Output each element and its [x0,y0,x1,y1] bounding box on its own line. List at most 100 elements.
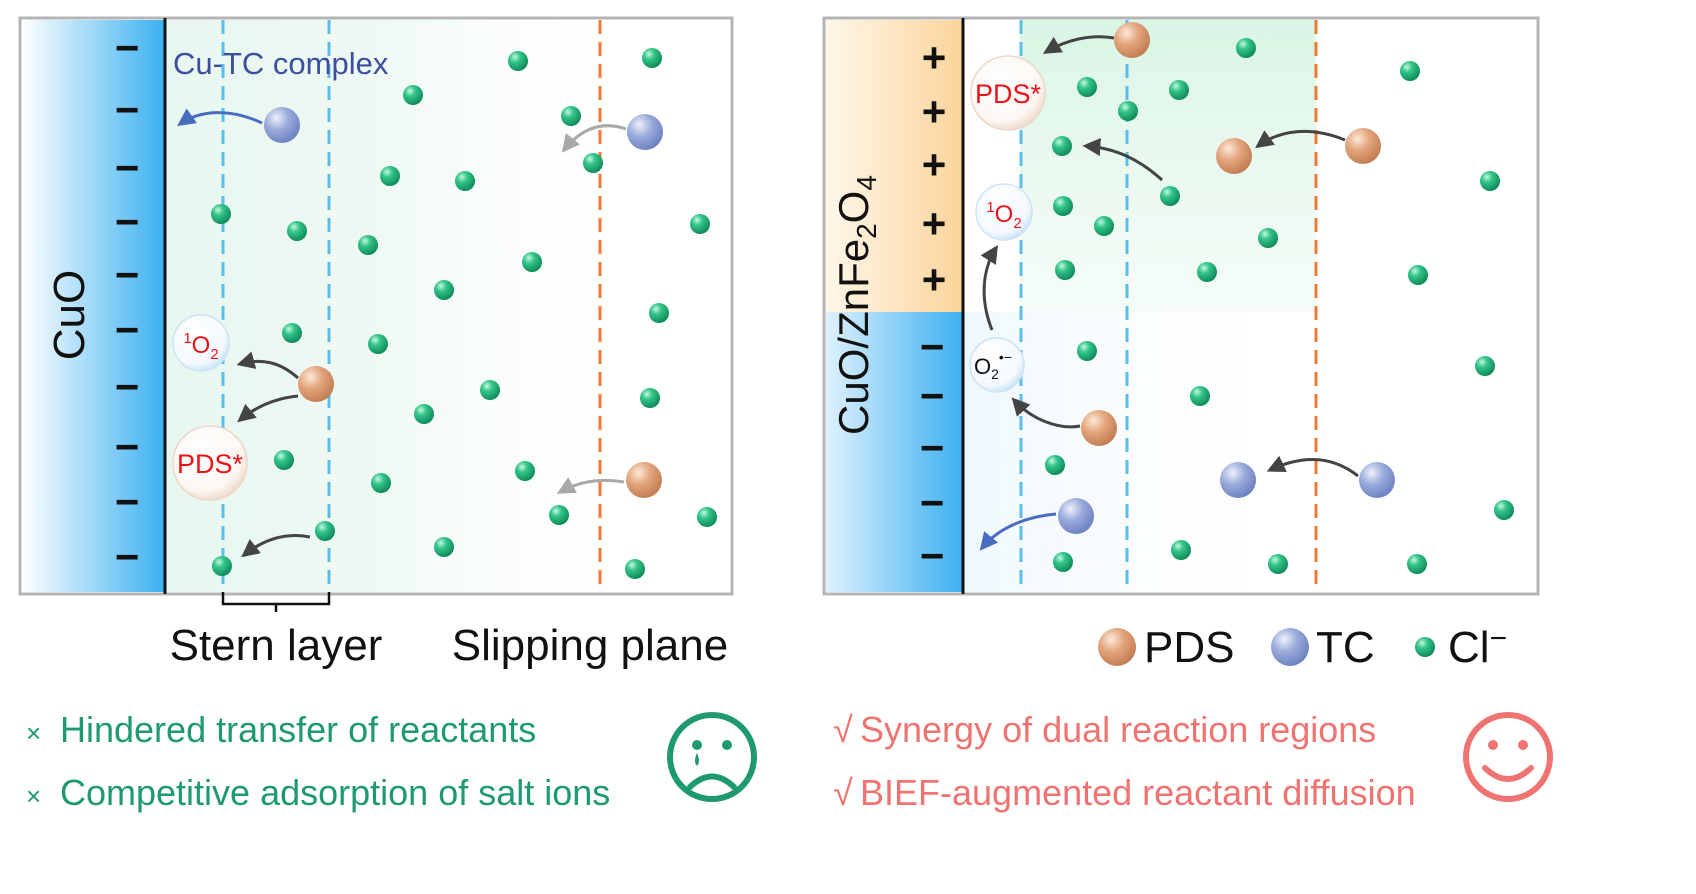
cuo-surface [22,20,165,592]
right-material-label: CuO/ZnFe2O4 [830,175,882,435]
chloride-ion [315,521,335,541]
legend: PDS TC Cl− [1098,622,1507,672]
singlet-oxygen-bubble [975,183,1033,241]
chloride-ion [1094,216,1114,236]
negative-charge: − [920,424,945,471]
chloride-ion [642,48,662,68]
pds-particle [1216,138,1252,174]
chloride-ion [274,450,294,470]
right-negative-surface [826,312,964,592]
left-chloride-ions [211,48,717,579]
arrow-tc-diffusion [1266,455,1359,478]
negative-charge: − [920,479,945,526]
chloride-ion [371,473,391,493]
cu-tc-complex-label: Cu-TC complex [173,46,389,81]
left-captions: ×Hindered transfer of reactants ×Competi… [26,709,610,813]
left-panel: −−−−−−−−−− CuO Cu-TC complex 1O2 PDS* St… [18,16,734,670]
chloride-ion [1045,455,1065,475]
sad-face-icon [667,712,757,802]
chloride-ion [282,323,302,343]
arrow-cl-to-surface [241,534,311,558]
chloride-ion [1197,262,1217,282]
legend-pds-label: PDS [1144,623,1234,672]
chloride-ion [212,556,232,576]
legend-cl-main: Cl [1448,623,1490,672]
slipping-plane-label: Slipping plane [452,621,728,670]
chloride-ion [287,221,307,241]
chloride-ion [1118,101,1138,121]
chloride-ion [434,537,454,557]
chloride-ion [1052,136,1072,156]
chloride-ion [697,507,717,527]
chloride-ion [1480,171,1500,191]
arrow-pds-to-radical [1042,35,1115,54]
arrow-pds-to-singlet [236,351,299,380]
singlet-oxygen-sup: 1 [183,330,191,347]
arrow-tc-slipping [561,124,627,153]
negative-charge: − [115,363,140,410]
right-material-a: CuO/ZnFe [830,239,877,435]
caption-mark: × [26,718,41,748]
chloride-ion [1407,554,1427,574]
right-positive-charges: +++++ [922,34,947,303]
chloride-ion [1236,38,1256,58]
legend-tc-label: TC [1316,623,1375,672]
chloride-ion [1160,186,1180,206]
negative-charge: − [920,323,945,370]
chloride-ion [434,280,454,300]
arrow-pds-to-surface [1082,137,1164,182]
chloride-ion [583,153,603,173]
superoxide-bubble [969,337,1025,393]
positive-charge: + [922,88,947,135]
stern-layer-label: Stern layer [170,621,383,670]
chloride-ion [649,303,669,323]
legend-tc-marker [1271,628,1309,666]
tc-particle [1058,498,1094,534]
arrow-pds-slipping [556,477,625,494]
singlet-oxygen-sub: 2 [210,346,218,363]
right-material-sub2: 4 [851,175,882,191]
chloride-ion [640,388,660,408]
pds-radical-label: PDS* [177,449,244,479]
negative-charge: − [115,423,140,470]
chloride-ion [1053,196,1073,216]
chloride-ion [1053,552,1073,572]
arrow-pds-to-superoxide [1011,397,1081,429]
tc-particle [627,114,663,150]
chloride-ion [1171,540,1191,560]
chloride-ion [1077,341,1097,361]
superoxide-sub: 2 [991,366,999,382]
legend-cl-marker [1415,637,1435,657]
caption-left-2: ×Competitive adsorption of salt ions [26,772,610,813]
chloride-ion [480,380,500,400]
chloride-ion [1400,61,1420,81]
chloride-ion [1268,554,1288,574]
pds-radical-bubble [172,425,248,501]
left-diffuse-region [165,20,665,592]
singlet-oxygen-sub: 2 [1013,215,1021,232]
negative-charge: − [115,198,140,245]
singlet-oxygen-main: O [995,201,1014,228]
singlet-oxygen-bubble [172,314,230,372]
tc-particle [1220,462,1256,498]
negative-charge: − [115,144,140,191]
stern-layer-bracket [221,592,331,612]
superoxide-label: O2•− [974,349,1012,382]
caption-text: BIEF-augmented reactant diffusion [860,772,1416,813]
chloride-ion [414,404,434,424]
positive-charge: + [922,200,947,247]
negative-charge: − [115,533,140,580]
negative-charge: − [115,24,140,71]
superoxide-main: O [974,354,991,379]
right-material-sub1: 2 [851,223,882,239]
chloride-ion [690,214,710,234]
negative-charge: − [920,372,945,419]
chloride-ion [1408,265,1428,285]
arrow-superoxide-to-singlet [980,244,998,331]
pds-particle [1345,128,1381,164]
right-chloride-ions [1045,38,1514,574]
negative-charge: − [115,478,140,525]
right-captions: √Synergy of dual reaction regions √BIEF-… [833,709,1416,813]
happy-face-icon [1463,712,1553,802]
